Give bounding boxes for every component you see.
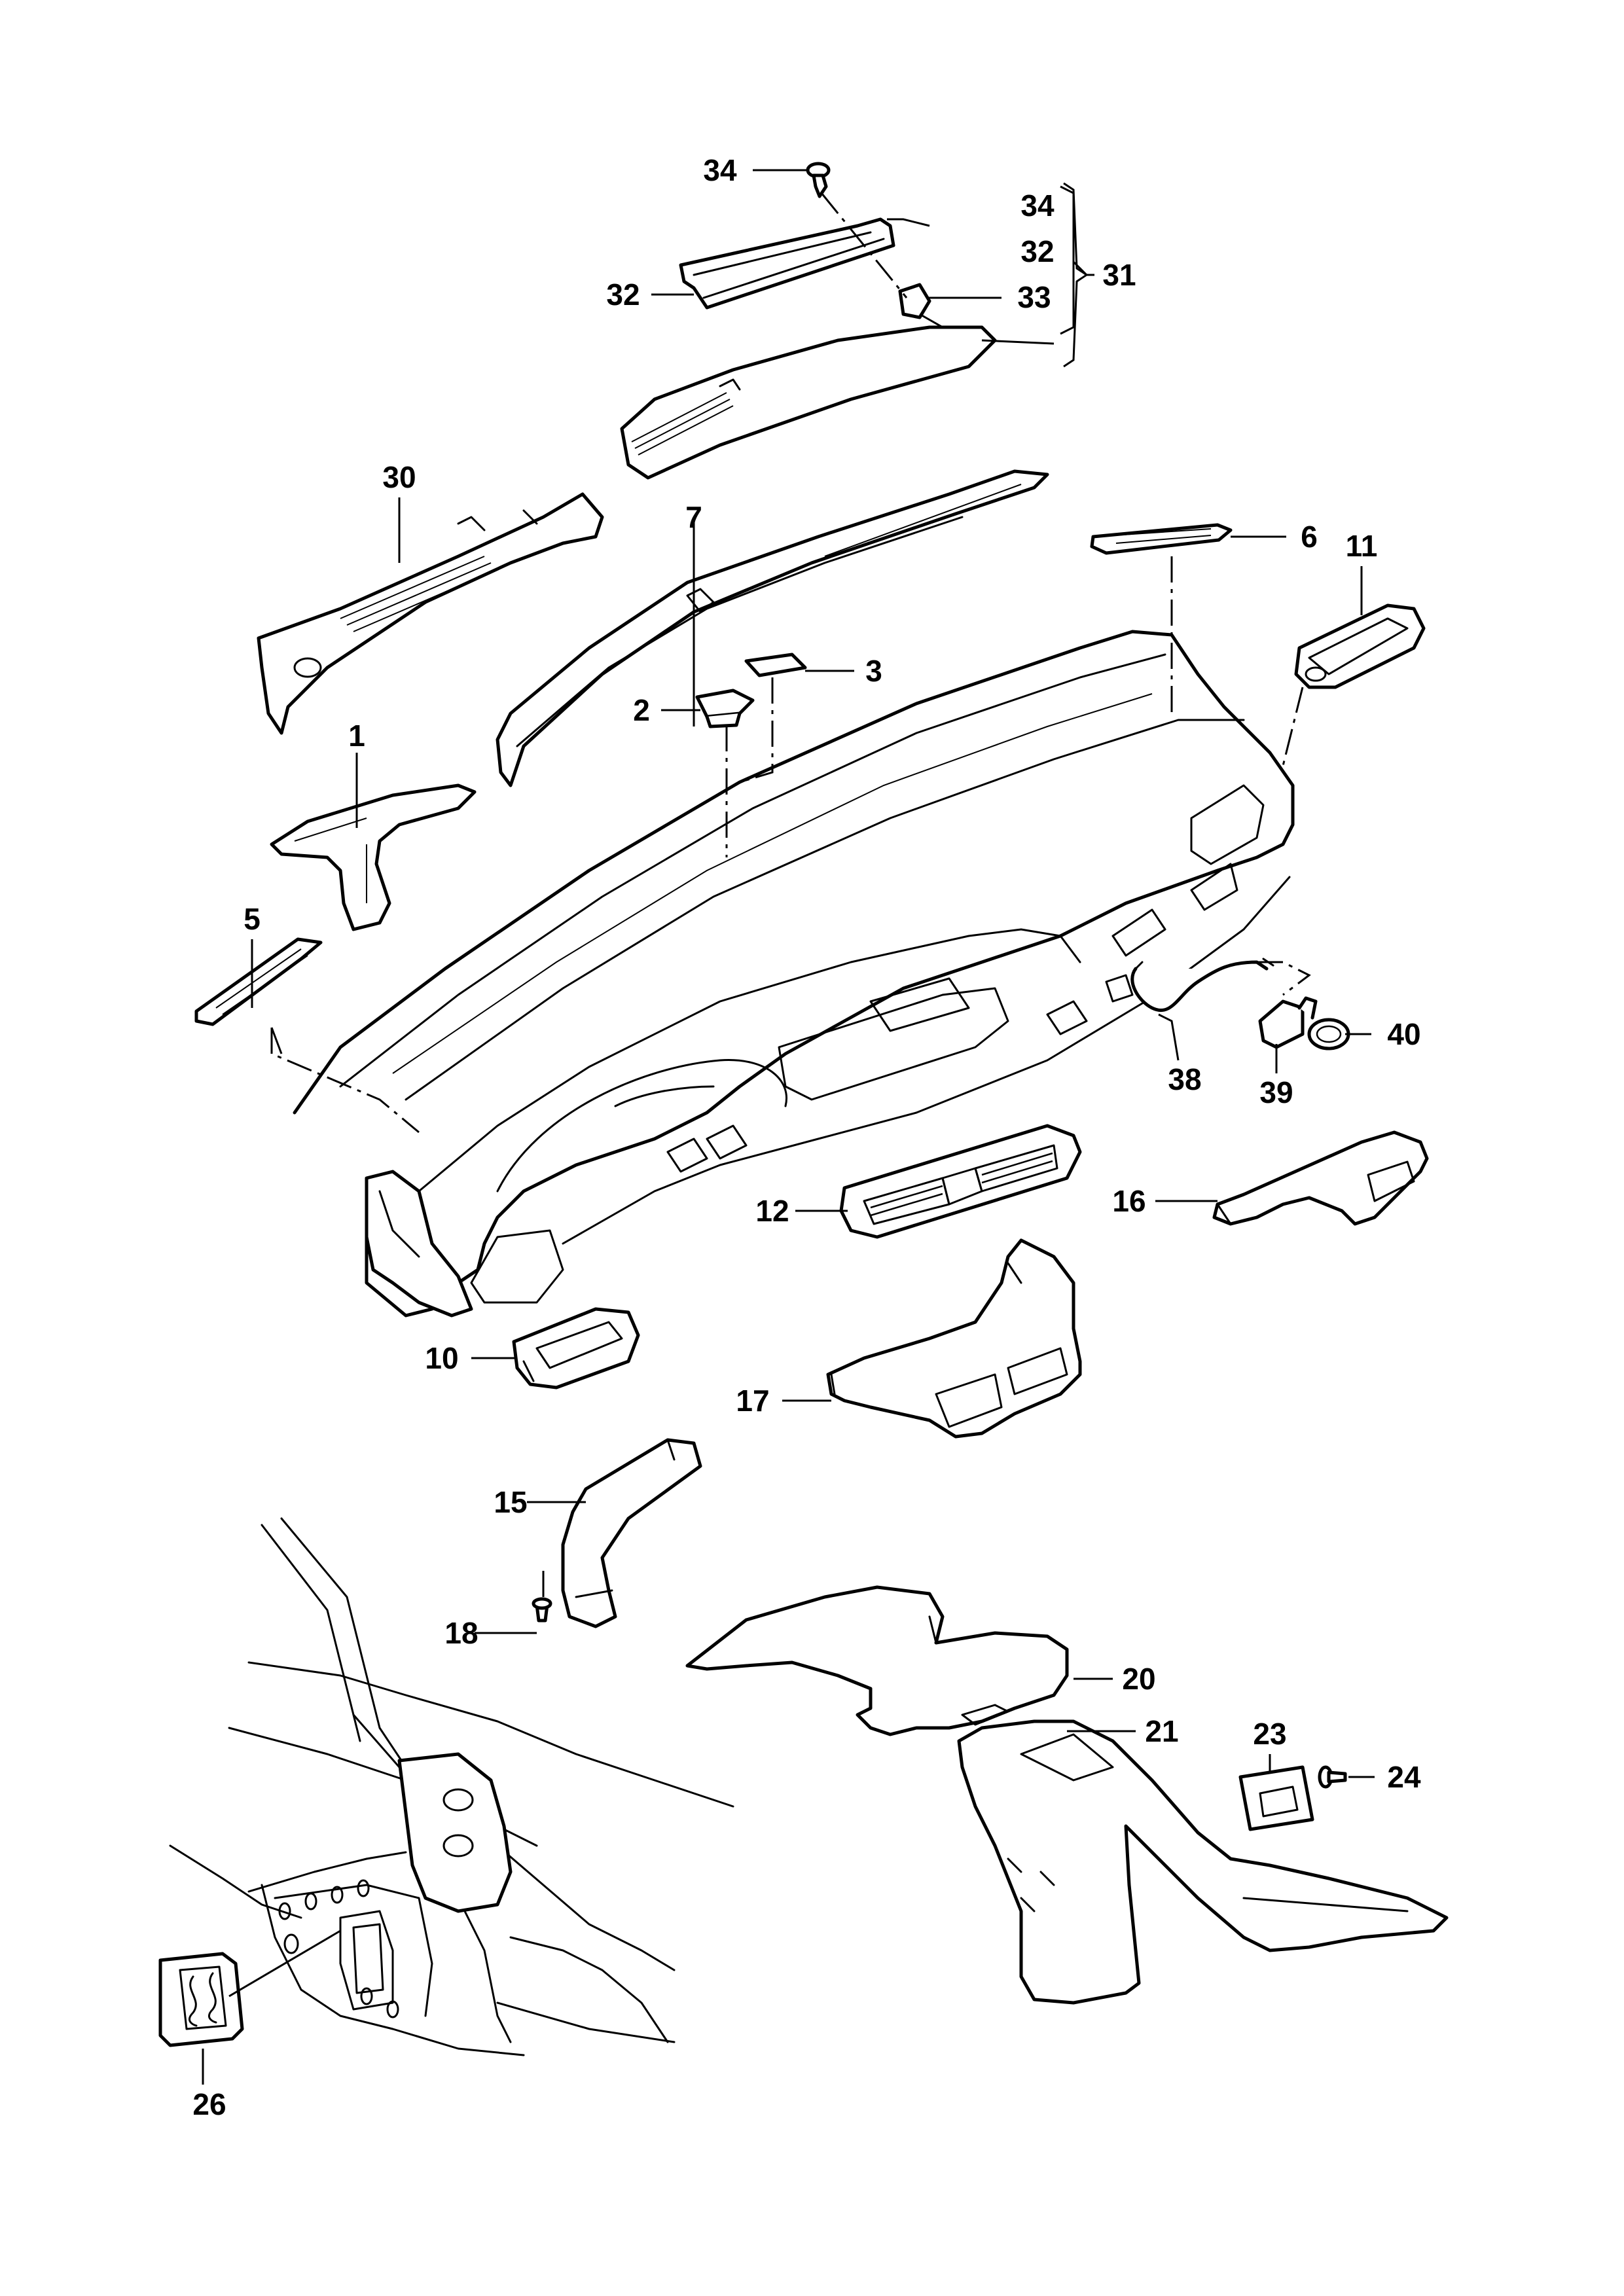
callout-labels: 34 32 33 34 32 31 30 7 6 11 3 2 1 5 40 3… [192, 153, 1421, 2121]
part-7-defroster-strip [496, 469, 1049, 787]
callout-34-group: 34 [1020, 188, 1055, 223]
callout-20: 20 [1122, 1662, 1155, 1696]
callout-5: 5 [244, 902, 261, 936]
callout-23: 23 [1253, 1717, 1286, 1751]
part-11-right-vent [1294, 603, 1426, 689]
callout-21: 21 [1145, 1714, 1178, 1748]
part-1-side-duct [270, 783, 477, 931]
part-26-grommet [158, 1952, 244, 2047]
callout-17: 17 [736, 1384, 769, 1418]
callout-11: 11 [1346, 529, 1378, 563]
part-24-screw [1318, 1765, 1347, 1789]
part-17-center-duct [826, 1238, 1082, 1439]
part-34-screw [806, 162, 831, 198]
part-33-clip [898, 283, 931, 319]
part-15-floor-duct [561, 1438, 702, 1628]
part-39-nozzle [1258, 996, 1318, 1049]
callout-10: 10 [425, 1341, 458, 1375]
part-30-cowl-panel [257, 492, 604, 735]
callout-12: 12 [755, 1194, 789, 1228]
part-3-cap [744, 653, 807, 677]
callout-32-group: 32 [1020, 234, 1054, 268]
callout-18: 18 [444, 1616, 478, 1650]
callout-6: 6 [1301, 520, 1318, 554]
part-18-screw [532, 1597, 552, 1623]
upper-cowl-panel [620, 325, 997, 480]
dashboard-main [293, 630, 1295, 1318]
part-2-sensor [695, 689, 755, 728]
callout-32-left: 32 [606, 278, 640, 312]
part-12-center-vent [839, 1124, 1082, 1239]
part-32-cover-strip [679, 217, 895, 310]
callout-39: 39 [1259, 1075, 1293, 1109]
callout-38: 38 [1168, 1062, 1201, 1096]
part-21-duct [957, 1719, 1449, 2005]
part-38-washer-hose [1130, 958, 1274, 1013]
callout-30: 30 [382, 460, 416, 494]
callout-16: 16 [1112, 1184, 1146, 1218]
callout-7: 7 [685, 500, 702, 534]
callout-24: 24 [1387, 1760, 1421, 1794]
part-20-duct [685, 1585, 1069, 1736]
callout-26: 26 [192, 2087, 226, 2121]
body-a-pillar-structure [169, 1517, 734, 2056]
part-40-grommet [1307, 1018, 1350, 1050]
callout-3: 3 [865, 654, 882, 688]
callout-15: 15 [494, 1485, 527, 1519]
part-16-air-duct [1212, 1130, 1429, 1226]
callout-1: 1 [348, 719, 365, 753]
part-6-vent-grille [1090, 523, 1233, 555]
group-bracket-31 [1063, 182, 1094, 368]
callout-34-top: 34 [703, 153, 737, 187]
callout-33: 33 [1017, 280, 1051, 314]
callout-40: 40 [1387, 1017, 1420, 1051]
leader-lines [202, 169, 1375, 2085]
part-5-vent-grille [194, 937, 323, 1026]
callout-31: 31 [1102, 258, 1136, 292]
part-10-left-vent [512, 1307, 640, 1390]
assembly-lines [270, 192, 1311, 1600]
part-23-cover-plate [1238, 1765, 1314, 1831]
callout-2: 2 [633, 693, 650, 727]
